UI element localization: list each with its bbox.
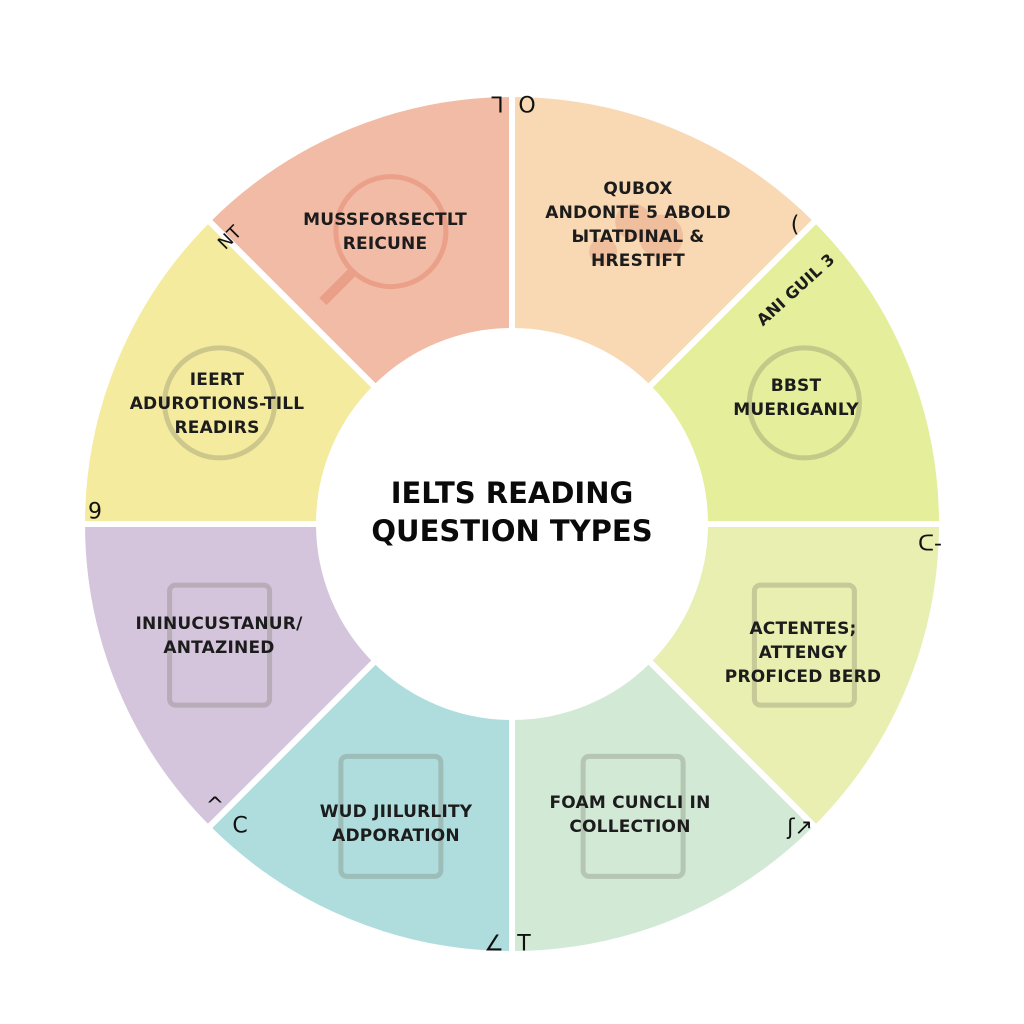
center-title-line-1: IELTS READING — [390, 476, 634, 510]
segment-left-upper — [78, 215, 380, 527]
edge-glyph: T — [517, 931, 531, 957]
segment-label-bottom-right: FOAM CUNCLI IN COLLECTION — [549, 791, 710, 839]
segment-label-right-upper: BBST MUERIGANLY — [733, 374, 859, 422]
label-line: ADPORATION — [332, 826, 460, 846]
segment-label-left-lower: ININUCUSTANUR/ ANTAZINED — [136, 612, 303, 660]
label-line: COLLECTION — [569, 817, 691, 837]
center-circle — [322, 334, 702, 714]
segment-label-bottom-left: WUD JIILURLITY ADPORATION — [320, 800, 473, 848]
label-line: MUERIGANLY — [733, 400, 859, 420]
label-line: ININUCUSTANUR/ — [135, 614, 303, 634]
segment-right-upper — [644, 215, 946, 527]
label-line: ADUROTIONS-TILL — [129, 394, 305, 414]
watch-icon — [580, 753, 686, 879]
label-line: WUD JIILURLITY — [319, 802, 473, 822]
segment-left-lower — [78, 521, 380, 833]
label-line: HRESTIFT — [591, 251, 685, 271]
edge-glyph: ( — [790, 212, 800, 238]
edge-glyph: C — [232, 813, 248, 839]
label-line: FOAM CUNCLI IN — [549, 793, 711, 813]
edge-glyph: ᑕ- — [918, 531, 942, 557]
badge-icon — [746, 345, 862, 461]
reader-icon — [162, 345, 278, 461]
magnifier-icon — [319, 174, 449, 306]
edge-glyph: ^ — [205, 793, 225, 819]
id-card-icon — [338, 753, 444, 879]
segment-top-left — [203, 90, 515, 392]
label-line: ATTENGY — [758, 643, 848, 663]
edge-glyph: ᒣ — [490, 93, 504, 119]
segment-top-right — [509, 90, 821, 392]
label-line: BBST — [770, 376, 822, 396]
segment-bottom-left — [203, 656, 515, 958]
label-line: READIRS — [174, 418, 260, 438]
segment-label-top-right: QUBOX ANDONTE 5 ABOLD ЫTATDINAL & HRESTI… — [545, 177, 731, 273]
label-line: IEERT — [189, 370, 245, 390]
label-line: ЫTATDINAL & — [571, 227, 705, 247]
segment-right-lower — [644, 521, 946, 833]
segment-bottom-right — [509, 656, 821, 958]
document-icon — [751, 582, 857, 708]
segment-label-left-upper: IEERT ADUROTIONS-TILL READIRS — [130, 368, 305, 440]
edge-glyph: O — [518, 93, 536, 119]
edge-glyph: ∠ — [484, 931, 504, 957]
label-line: MUSSFORSECTLT — [303, 210, 467, 230]
label-line: ANDONTE 5 ABOLD — [545, 203, 731, 223]
dots-icon — [589, 203, 684, 266]
edge-glyph: ʃ↗ — [787, 815, 813, 841]
edge-glyph: 9 — [88, 499, 102, 525]
center-title: IELTS READING QUESTION TYPES — [371, 474, 652, 550]
label-line: PROFICED BERD — [724, 667, 882, 687]
segment-label-top-left: MUSSFORSECTLT REICUNE — [303, 208, 467, 256]
label-line: REICUNE — [342, 234, 428, 254]
segment-label-right-lower: ACTENTES; ATTENGY PROFICED BERD — [725, 617, 881, 689]
open-book-icon — [167, 582, 273, 708]
label-line: ANTAZINED — [163, 638, 275, 658]
center-title-line-2: QUESTION TYPES — [371, 514, 653, 548]
label-line: ACTENTES; — [749, 619, 857, 639]
label-line: QUBOX — [603, 179, 673, 199]
